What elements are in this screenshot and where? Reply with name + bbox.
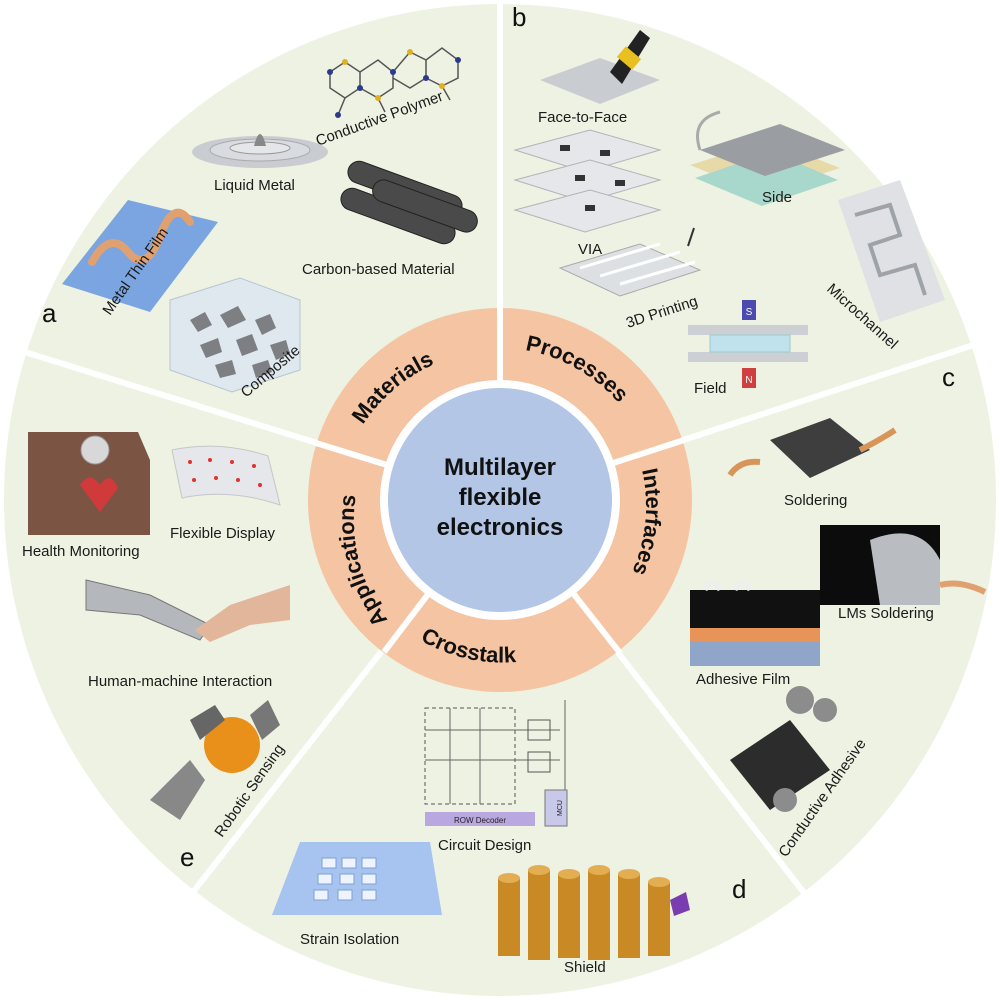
label-field: Field xyxy=(694,380,727,397)
label-strain-isolation: Strain Isolation xyxy=(300,931,399,948)
label-lms-soldering: LMs Soldering xyxy=(838,605,934,622)
panel-crosstalk-art: ROW Decoder MCU xyxy=(272,700,690,960)
panel-processes-art: S N xyxy=(513,30,945,388)
panel-applications-art xyxy=(28,432,290,820)
center-title-line-3: electronics xyxy=(437,514,564,541)
label-face-to-face: Face-to-Face xyxy=(538,109,627,126)
row-decoder-label: ROW Decoder xyxy=(454,816,506,825)
label-via: VIA xyxy=(578,241,602,258)
label-circuit-design: Circuit Design xyxy=(438,837,531,854)
panel-materials-art xyxy=(62,47,478,393)
label-flexible-display: Flexible Display xyxy=(170,525,276,542)
field-magnet-n: N xyxy=(745,375,752,386)
label-liquid-metal: Liquid Metal xyxy=(214,177,295,194)
panel-letter-c: c xyxy=(942,362,955,392)
mcu-label: MCU xyxy=(557,800,564,816)
field-magnet-s: S xyxy=(746,307,753,318)
panel-letter-d: d xyxy=(732,874,746,904)
panel-interfaces-art xyxy=(690,418,987,812)
center-title-line-2: flexible xyxy=(459,484,542,511)
panel-letter-b: b xyxy=(512,2,526,32)
center-title-line-1: Multilayer xyxy=(444,454,556,481)
center-disk xyxy=(388,388,612,612)
label-health-monitoring: Health Monitoring xyxy=(22,543,140,560)
panel-letter-e: e xyxy=(180,842,194,872)
label-carbon-based-material: Carbon-based Material xyxy=(302,261,455,278)
label-shield: Shield xyxy=(564,959,606,976)
label-side: Side xyxy=(762,189,792,206)
label-adhesive-film: Adhesive Film xyxy=(696,671,790,688)
panel-letter-a: a xyxy=(42,298,57,328)
label-soldering: Soldering xyxy=(784,492,847,509)
label-human-machine-interaction: Human-machine Interaction xyxy=(88,673,272,690)
